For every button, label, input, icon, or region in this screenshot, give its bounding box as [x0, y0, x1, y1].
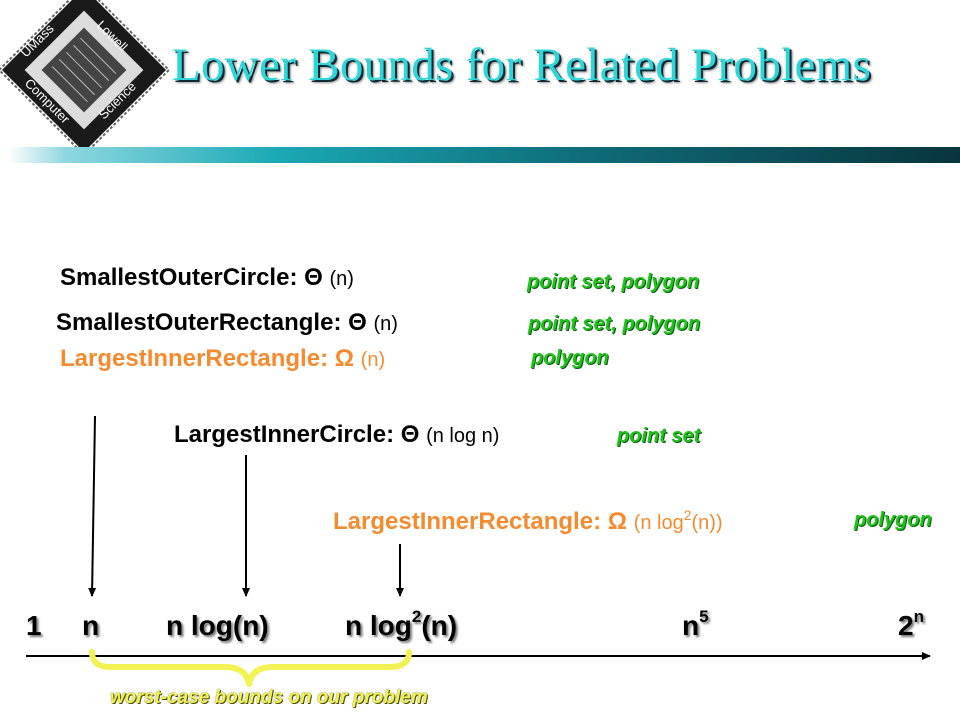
theta-symbol: Θ: [400, 421, 420, 448]
axis-label-n-log2-n: n log2(n): [345, 607, 458, 642]
bound: (n): [373, 313, 398, 335]
label-base: 2: [898, 610, 914, 641]
problem-name: LargestInnerRectangle: [333, 508, 594, 535]
bound: (n log2(n)): [633, 508, 723, 534]
colon: :: [333, 309, 342, 336]
axis-label-n: n: [82, 610, 100, 641]
note-polygon-2: polygon: [854, 509, 932, 531]
label-suffix: (n): [421, 610, 458, 641]
umass-lowell-cs-logo: UMass Lowell Computer Science: [0, 0, 170, 150]
statement-largest-inner-rectangle-2: LargestInnerRectangle: Ω (n log2(n)): [333, 508, 723, 536]
axis-label-n-log-n: n log(n): [166, 610, 269, 641]
problem-name: SmallestOuterRectangle: [56, 309, 334, 336]
axis-label-2n: 2n: [898, 607, 924, 642]
worst-case-brace: [89, 649, 412, 687]
problem-name: LargestInnerCircle: [174, 421, 387, 448]
statement-largest-inner-rectangle-1: LargestInnerRectangle: Ω (n): [60, 345, 385, 373]
label-superscript: n: [913, 607, 924, 626]
brace-caption: worst-case bounds on our problem: [110, 687, 428, 708]
note-point-set: point set: [617, 425, 701, 447]
title-underline-bar: [8, 147, 960, 163]
label-prefix: n log: [345, 610, 412, 641]
theta-symbol: Θ: [348, 309, 367, 336]
problem-name: LargestInnerRectangle: [60, 345, 321, 372]
axis-label-n5: n5: [682, 607, 709, 642]
bound: (n): [329, 268, 354, 290]
note-point-set-polygon-1: point set, polygon: [527, 271, 700, 293]
note-polygon-1: polygon: [531, 347, 609, 369]
bound-prefix: (n log: [633, 512, 684, 534]
omega-symbol: Ω: [607, 508, 627, 535]
note-point-set-polygon-2: point set, polygon: [528, 313, 701, 335]
theta-symbol: Θ: [304, 264, 323, 291]
label-base: n: [682, 610, 700, 641]
colon: :: [386, 421, 395, 448]
axis-label-1: 1: [26, 610, 42, 641]
arrow-to-n: [88, 415, 97, 597]
statement-largest-inner-circle: LargestInnerCircle: Θ (n log n): [174, 421, 499, 449]
problem-name: SmallestOuterCircle: [60, 264, 290, 291]
statement-smallest-outer-rectangle: SmallestOuterRectangle: Θ (n): [56, 309, 398, 337]
label-superscript: 2: [411, 607, 422, 626]
colon: :: [289, 264, 298, 291]
bound: (n): [360, 349, 386, 371]
omega-symbol: Ω: [334, 345, 354, 372]
bound-suffix: (n)): [691, 512, 723, 534]
bound-superscript: 2: [683, 507, 692, 523]
label-superscript: 5: [699, 607, 709, 626]
colon: :: [320, 345, 329, 372]
colon: :: [593, 508, 602, 535]
bound: (n log n): [426, 425, 500, 447]
statement-smallest-outer-circle: SmallestOuterCircle: Θ (n): [60, 264, 354, 292]
slide-title: Lower Bounds for Related Problems: [172, 39, 872, 91]
